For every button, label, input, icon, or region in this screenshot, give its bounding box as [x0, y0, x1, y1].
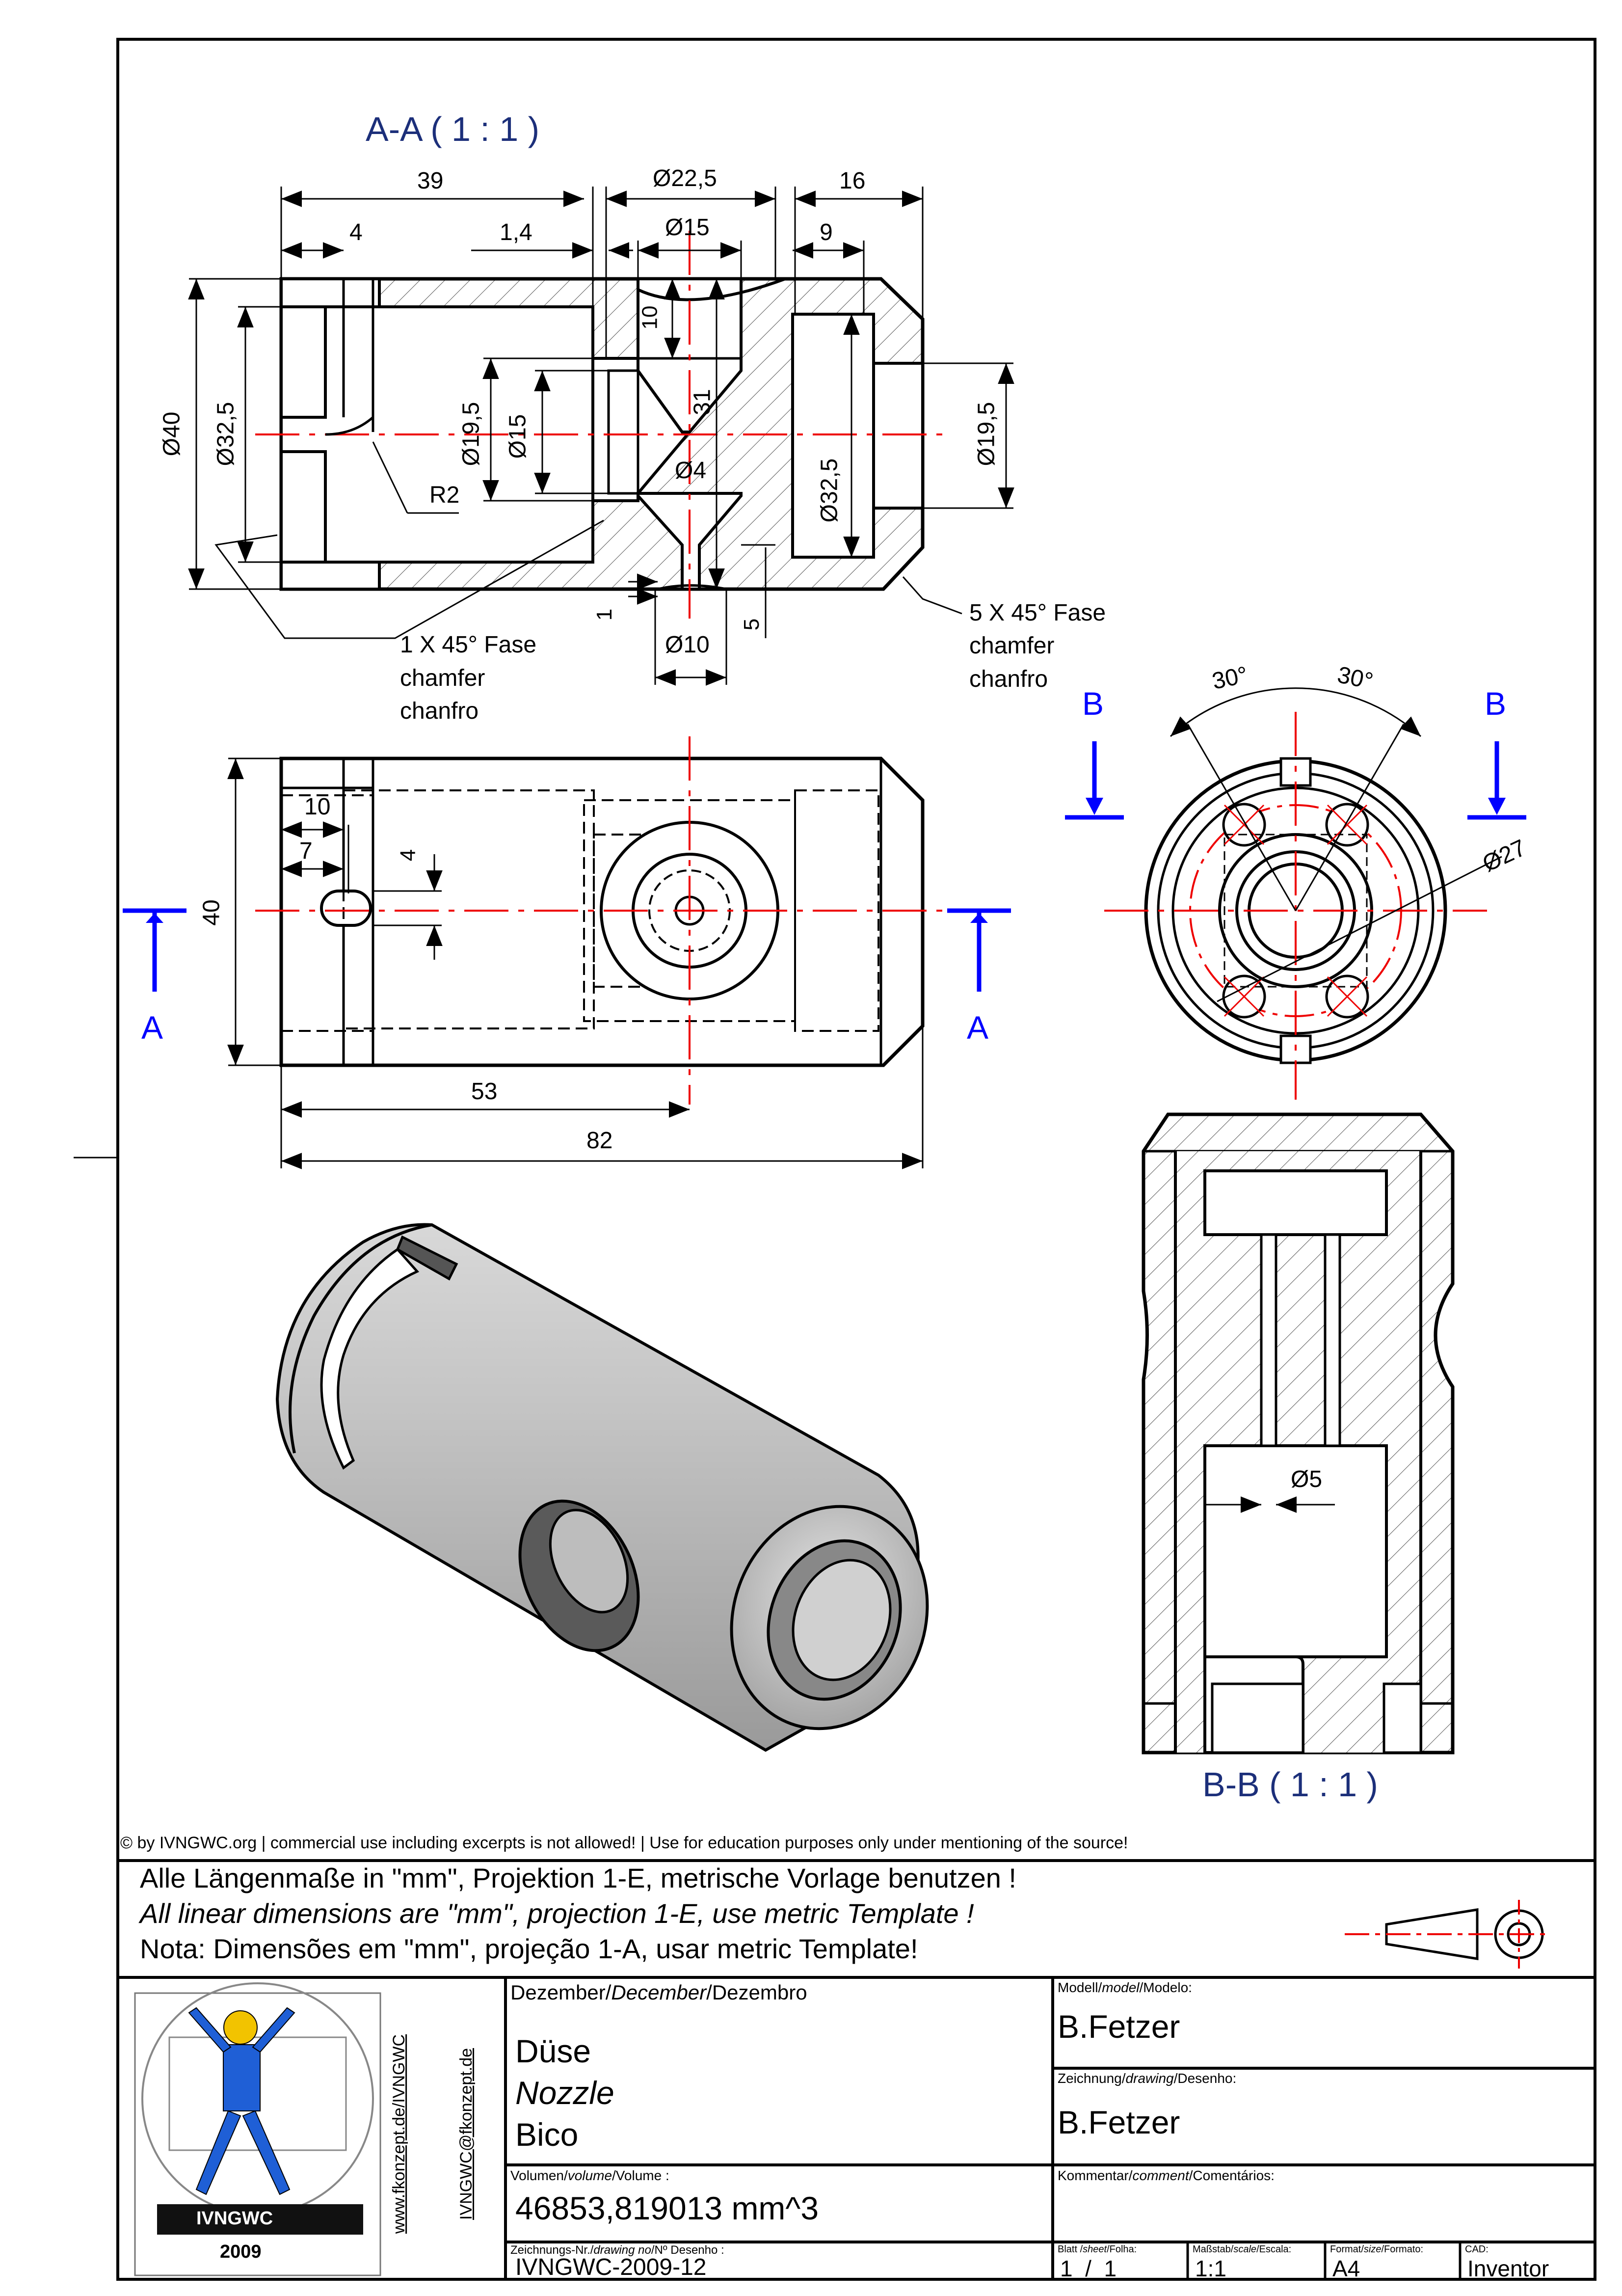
- front-dim-7: 7: [299, 838, 313, 864]
- dim-39: 39: [417, 168, 444, 194]
- front-dim-10: 10: [304, 794, 331, 820]
- projection-symbol-icon: [1345, 1900, 1551, 1969]
- comment-label: Kommentar/comment/Comentários:: [1058, 2168, 1275, 2183]
- drawing-no-label: Zeichnungs-Nr./drawing no/Nº Desenho :: [510, 2243, 724, 2257]
- format-value: A4: [1332, 2256, 1360, 2281]
- cad-label: CAD:: [1465, 2244, 1489, 2255]
- chamfer-left-de: 1 X 45° Fase: [400, 632, 537, 658]
- front-dim-53: 53: [471, 1079, 498, 1105]
- note-en: All linear dimensions are "mm", projecti…: [140, 1898, 974, 1929]
- logo-year: 2009: [220, 2242, 262, 2262]
- part-name-pt: Bico: [515, 2116, 579, 2153]
- drawing-value: B.Fetzer: [1058, 2104, 1180, 2140]
- dim-1-4: 1,4: [500, 219, 532, 245]
- dim-4: 4: [349, 219, 363, 245]
- section-b-b-dim-dia-5: Ø5: [1291, 1466, 1323, 1492]
- note-de: Alle Längenmaße in "mm", Projektion 1-E,…: [140, 1863, 1016, 1893]
- section-a-a-title: A-A ( 1 : 1 ): [366, 110, 539, 148]
- front-dim-4: 4: [396, 849, 421, 862]
- chamfer-right-pt: chanfro: [969, 666, 1048, 692]
- dim-dia-40: Ø40: [159, 411, 185, 457]
- date-label: Dezember/December/Dezembro: [510, 1981, 807, 2004]
- logo-text: IVNGWC: [196, 2208, 273, 2229]
- link-web[interactable]: www.fkonzept.de/IVNGWC: [390, 2034, 409, 2234]
- dim-16: 16: [839, 168, 866, 194]
- scale-label: Maßstab/scale/Escala:: [1193, 2244, 1292, 2255]
- title-block-frame: [118, 1859, 1595, 2279]
- section-b-b: [1142, 1112, 1455, 1755]
- dim-dia-19-5-right: Ø19,5: [973, 402, 1000, 466]
- dim-dia-32-5-right: Ø32,5: [816, 458, 843, 523]
- dim-r2: R2: [429, 482, 460, 508]
- volume-value: 46853,819013 mm^3: [515, 2190, 819, 2226]
- side-view: [1065, 687, 1526, 1100]
- cad-value: Inventor: [1467, 2256, 1549, 2281]
- front-dim-82: 82: [586, 1128, 613, 1154]
- chamfer-right-en: chamfer: [969, 633, 1055, 659]
- front-view: [123, 736, 1011, 1169]
- section-a-a: [188, 187, 1014, 686]
- format-label: Format/size/Formato:: [1330, 2244, 1424, 2255]
- volume-label: Volumen/volume/Volume :: [510, 2168, 669, 2183]
- dim-dia-22-5: Ø22,5: [653, 165, 717, 191]
- ivngwc-logo: [134, 1982, 381, 2276]
- drawing-no-value: IVNGWC-2009-12: [515, 2254, 707, 2280]
- dim-dia-32-5-left: Ø32,5: [213, 402, 239, 466]
- section-b-b-title: B-B ( 1 : 1 ): [1202, 1765, 1378, 1804]
- chamfer-right-de: 5 X 45° Fase: [969, 600, 1106, 626]
- dim-dia-15-left: Ø15: [505, 414, 531, 459]
- part-name-en: Nozzle: [515, 2075, 614, 2111]
- part-name-de: Düse: [515, 2033, 591, 2069]
- cut-mark-a-right: A: [967, 1009, 989, 1046]
- sheet-label: Blatt /sheet/Folha:: [1058, 2244, 1137, 2255]
- isometric-view: [275, 1223, 929, 1752]
- scale-value: 1:1: [1195, 2256, 1226, 2281]
- sheet-value: 1 / 1: [1060, 2256, 1117, 2281]
- cut-mark-a-left: A: [141, 1009, 163, 1046]
- chamfer-left-en: chamfer: [400, 665, 485, 691]
- drawing-label: Zeichnung/drawing/Desenho:: [1058, 2071, 1237, 2086]
- dim-dia-19-5-left: Ø19,5: [458, 402, 484, 466]
- dim-31: 31: [689, 389, 716, 415]
- dim-5: 5: [740, 618, 764, 631]
- chamfer-left-pt: chanfro: [400, 698, 479, 724]
- dim-1: 1: [592, 608, 617, 621]
- front-dim-40: 40: [198, 899, 225, 926]
- dim-dia-10: Ø10: [665, 632, 710, 658]
- copyright-notice: © by IVNGWC.org | commercial use includi…: [120, 1834, 1128, 1852]
- cut-mark-b-right: B: [1485, 685, 1507, 722]
- dim-dia-15: Ø15: [665, 215, 710, 241]
- model-value: B.Fetzer: [1058, 2008, 1180, 2045]
- model-label: Modell/model/Modelo:: [1058, 1980, 1192, 1995]
- cut-mark-b-left: B: [1082, 685, 1104, 722]
- link-mail[interactable]: IVNGWC@fkonzept.de: [457, 2048, 476, 2220]
- dim-10-vert: 10: [638, 305, 662, 330]
- dim-9: 9: [820, 219, 833, 245]
- sheet-border: [116, 38, 1596, 2281]
- note-pt: Nota: Dimensões em "mm", projeção 1-A, u…: [140, 1933, 918, 1964]
- dim-dia-4: Ø4: [675, 458, 707, 484]
